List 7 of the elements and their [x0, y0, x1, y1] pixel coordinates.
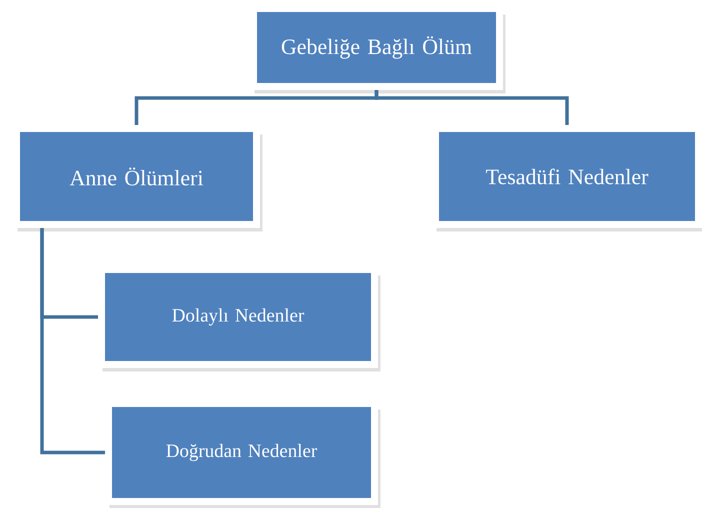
process-box: Anne Ölümleri	[13, 124, 260, 228]
connector-line	[40, 228, 105, 454]
connector-line	[374, 90, 569, 125]
process-box: Gebeliğe Bağlı Ölüm	[250, 5, 503, 90]
process-box: Dolaylı Nedenler	[98, 266, 378, 368]
process-box: Tesadüfi Nedenler	[432, 124, 702, 228]
process-box: Doğrudan Nedenler	[105, 400, 378, 505]
